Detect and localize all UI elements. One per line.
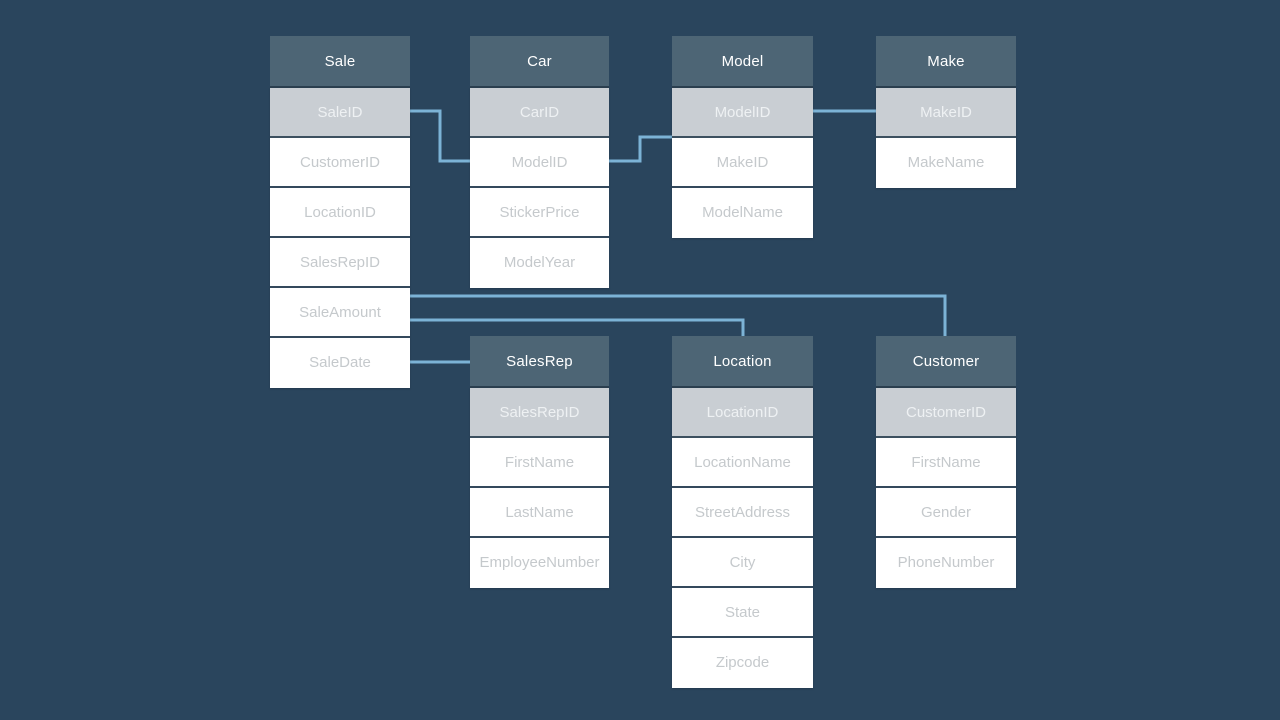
field-location-city[interactable]: City: [672, 538, 813, 588]
entity-header-make: Make: [876, 36, 1016, 88]
field-location-locationname[interactable]: LocationName: [672, 438, 813, 488]
entity-header-car: Car: [470, 36, 609, 88]
field-car-stickerprice[interactable]: StickerPrice: [470, 188, 609, 238]
entity-header-model: Model: [672, 36, 813, 88]
field-sale-salesrepid[interactable]: SalesRepID: [270, 238, 410, 288]
entity-header-customer: Customer: [876, 336, 1016, 388]
field-sale-locationid[interactable]: LocationID: [270, 188, 410, 238]
primary-key-field-model-modelid[interactable]: ModelID: [672, 88, 813, 138]
relationship-line-sale-location: [410, 318, 745, 336]
field-location-state[interactable]: State: [672, 588, 813, 638]
field-customer-phonenumber[interactable]: PhoneNumber: [876, 538, 1016, 588]
field-sale-saledate[interactable]: SaleDate: [270, 338, 410, 388]
field-location-streetaddress[interactable]: StreetAddress: [672, 488, 813, 538]
field-model-modelname[interactable]: ModelName: [672, 188, 813, 238]
entity-header-location: Location: [672, 336, 813, 388]
relationship-line-sale-car: [410, 109, 470, 163]
field-sale-customerid[interactable]: CustomerID: [270, 138, 410, 188]
field-make-makename[interactable]: MakeName: [876, 138, 1016, 188]
entity-header-salesrep: SalesRep: [470, 336, 609, 388]
primary-key-field-customer-customerid[interactable]: CustomerID: [876, 388, 1016, 438]
field-salesrep-employeenumber[interactable]: EmployeeNumber: [470, 538, 609, 588]
relationship-line-car-model: [609, 135, 672, 163]
field-sale-saleamount[interactable]: SaleAmount: [270, 288, 410, 338]
field-car-modelid[interactable]: ModelID: [470, 138, 609, 188]
primary-key-field-location-locationid[interactable]: LocationID: [672, 388, 813, 438]
entity-header-sale: Sale: [270, 36, 410, 88]
primary-key-field-make-makeid[interactable]: MakeID: [876, 88, 1016, 138]
primary-key-field-car-carid[interactable]: CarID: [470, 88, 609, 138]
field-salesrep-lastname[interactable]: LastName: [470, 488, 609, 538]
field-car-modelyear[interactable]: ModelYear: [470, 238, 609, 288]
primary-key-field-salesrep-salesrepid[interactable]: SalesRepID: [470, 388, 609, 438]
relationship-line-sale-customer: [410, 294, 947, 336]
field-salesrep-firstname[interactable]: FirstName: [470, 438, 609, 488]
field-model-makeid[interactable]: MakeID: [672, 138, 813, 188]
field-customer-firstname[interactable]: FirstName: [876, 438, 1016, 488]
field-location-zipcode[interactable]: Zipcode: [672, 638, 813, 688]
field-customer-gender[interactable]: Gender: [876, 488, 1016, 538]
primary-key-field-sale-saleid[interactable]: SaleID: [270, 88, 410, 138]
